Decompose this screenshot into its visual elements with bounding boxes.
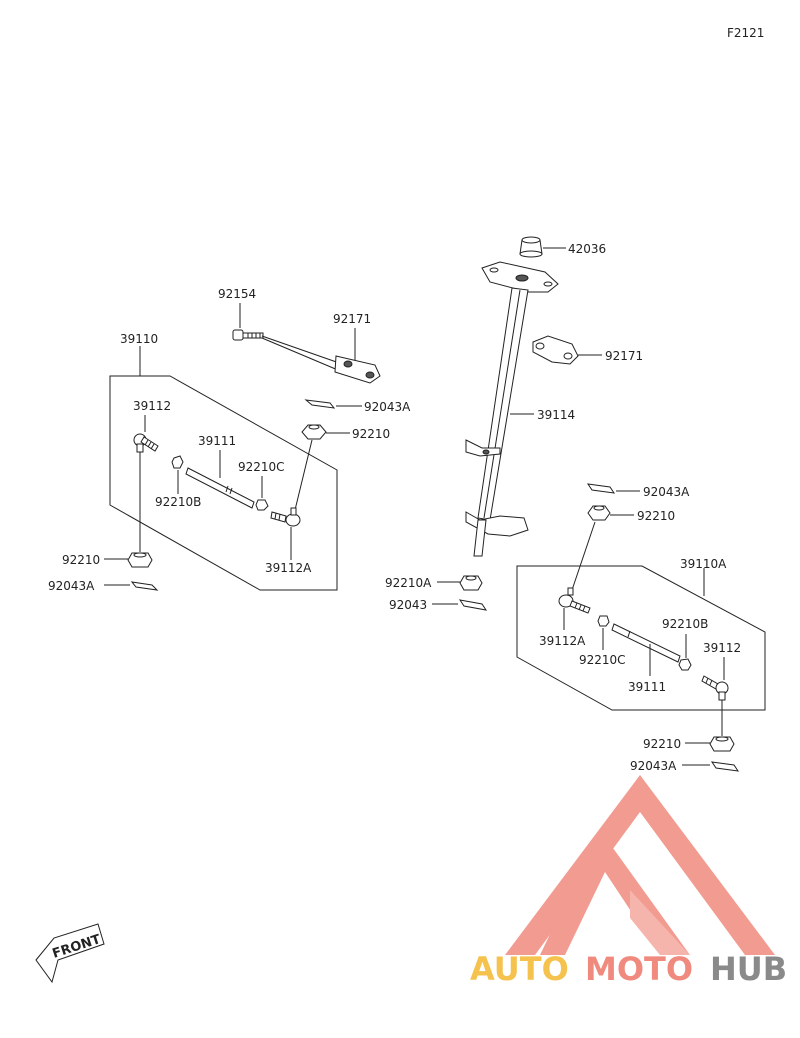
label-39112-left: 39112: [133, 399, 171, 413]
label-39114: 39114: [537, 408, 575, 422]
watermark-text-moto: MOTO: [585, 950, 693, 988]
tie-rod-end-39112A-right: [558, 587, 591, 614]
nut-92210-left-bottom: [127, 552, 153, 568]
steering-top-plate: [481, 261, 559, 293]
watermark-logo: [505, 775, 775, 955]
bushing-42036: [519, 236, 543, 258]
label-92210C-right: 92210C: [579, 653, 626, 667]
nut-92210-right-top: [587, 505, 611, 521]
label-92043A-right-bottom: 92043A: [630, 759, 677, 773]
tie-rod-end-39112-right: [701, 675, 729, 701]
figure-code: F2121: [727, 26, 764, 40]
watermark-text-hub: HUB: [710, 950, 787, 988]
nut-92210-left-top: [301, 424, 327, 440]
label-39110A: 39110A: [680, 557, 727, 571]
label-39110: 39110: [120, 332, 158, 346]
clamp-92171-right: [532, 335, 579, 365]
label-92210-left-bottom: 92210: [62, 553, 100, 567]
label-39112-right: 39112: [703, 641, 741, 655]
cotter-pin-92043A-left-top: [304, 399, 336, 409]
label-92171-left: 92171: [333, 312, 371, 326]
label-39111-right: 39111: [628, 680, 666, 694]
label-92043A-left-top: 92043A: [364, 400, 411, 414]
nut-92210B-left: [171, 455, 184, 469]
cotter-pin-92043: [458, 599, 488, 611]
label-39111-left: 39111: [198, 434, 236, 448]
front-direction-badge: FRONT: [35, 923, 105, 984]
label-39112A-left: 39112A: [265, 561, 312, 575]
nut-92210C-right: [597, 615, 610, 627]
nut-92210C-left: [255, 499, 269, 511]
label-92210-left-top: 92210: [352, 427, 390, 441]
tie-rod-39111-left: [185, 467, 255, 509]
clamp-92171-left: [334, 355, 381, 384]
group-bracket-39110: [109, 375, 338, 591]
bolt-92154: [232, 329, 264, 341]
tie-rod-39111-right: [611, 623, 681, 663]
label-92210C-left: 92210C: [238, 460, 285, 474]
label-42036: 42036: [568, 242, 606, 256]
cotter-pin-92043A-left-bottom: [130, 581, 159, 591]
label-92171-right: 92171: [605, 349, 643, 363]
tie-rod-end-39112-left: [133, 433, 159, 453]
label-92210-right-bottom: 92210: [643, 737, 681, 751]
label-92043A-left-bottom: 92043A: [48, 579, 95, 593]
label-92043A-right-top: 92043A: [643, 485, 690, 499]
label-92210A: 92210A: [385, 576, 432, 590]
label-92210B-right: 92210B: [662, 617, 708, 631]
label-92210B-left: 92210B: [155, 495, 201, 509]
steering-shaft-39114: [465, 287, 529, 557]
nut-92210B-right: [678, 658, 692, 671]
label-92043: 92043: [389, 598, 427, 612]
label-92154: 92154: [218, 287, 256, 301]
watermark-text-auto: AUTO: [470, 950, 569, 988]
cotter-pin-92043A-right-top: [586, 483, 616, 494]
nut-92210-right-bottom: [709, 736, 735, 752]
label-92210-right-top: 92210: [637, 509, 675, 523]
nut-92210A: [459, 575, 483, 591]
group-bracket-39110A: [516, 565, 766, 711]
cotter-pin-92043A-right-bottom: [710, 761, 740, 772]
label-39112A-right: 39112A: [539, 634, 586, 648]
tie-rod-end-39112A-left: [270, 507, 301, 527]
